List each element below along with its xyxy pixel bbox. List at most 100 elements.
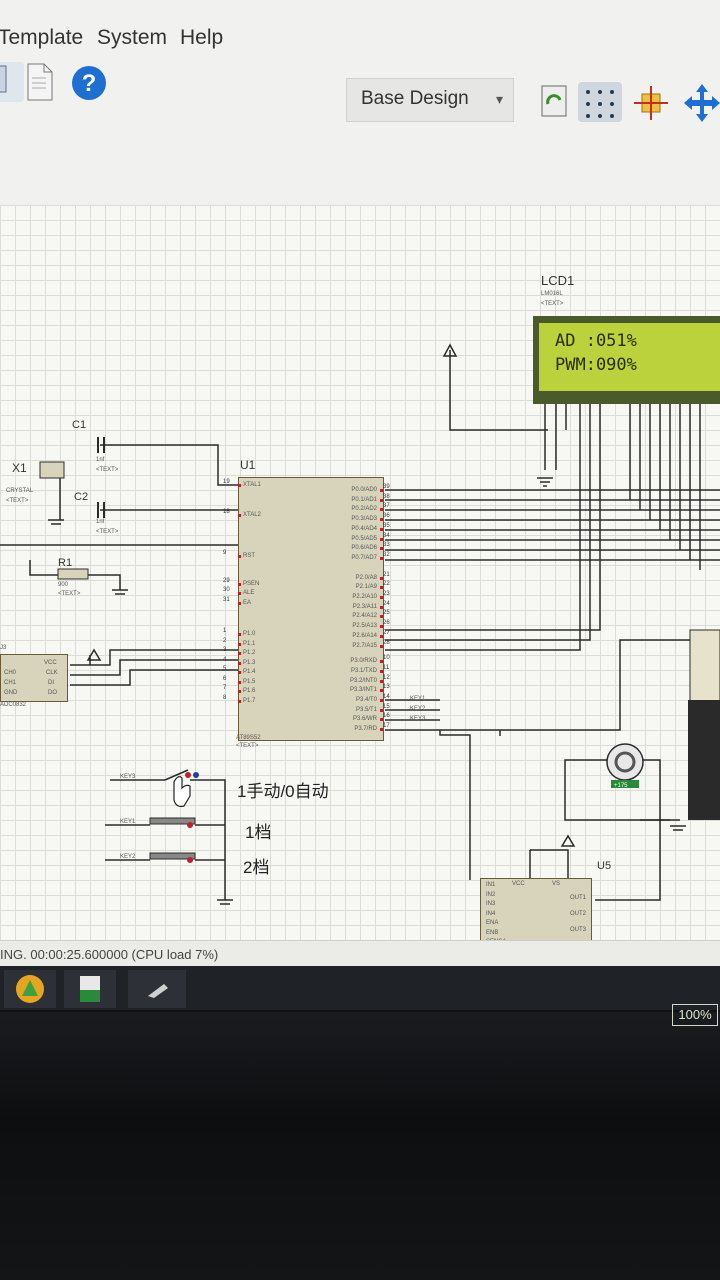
mcu-left-pin-number: 9	[223, 550, 227, 556]
mcu-left-pin-label: ALE	[243, 590, 255, 596]
u5-right-pin-label: OUT1	[569, 895, 586, 901]
adc-pin-vcc: VCC	[44, 660, 57, 666]
mcu-right-pin-number: 37	[383, 503, 390, 510]
battery-indicator: 100%	[672, 1004, 718, 1026]
mcu-left-pin-number: 30	[223, 587, 230, 593]
r1-text-tag: <TEXT>	[58, 591, 81, 597]
mcu-right-pin-label: P2.0/A8	[355, 574, 377, 581]
editor-app-icon[interactable]	[64, 970, 116, 1008]
taskbar	[0, 966, 720, 1010]
button-net-key1: KEY1	[120, 819, 136, 825]
mcu-right-pin-number: 36	[383, 513, 390, 520]
svg-text:?: ?	[82, 70, 97, 97]
u5-right-pin-label: OUT2	[569, 911, 586, 917]
mcu-right-pin-marker	[380, 615, 383, 619]
adc-pin-ch1: CH1	[4, 680, 17, 686]
tool-app-icon[interactable]	[128, 970, 186, 1008]
mcu-left-pin-label: P1.5	[243, 678, 256, 685]
key-net-1: KEY1	[410, 696, 426, 702]
mcu-right-pin-label: P3.6/WR	[352, 716, 377, 723]
x1-part: CRYSTAL	[6, 488, 34, 494]
lcd-ref: LCD1	[541, 273, 575, 288]
mcu-left-pin-number: 4	[223, 656, 227, 663]
switch-net-key3: KEY3	[120, 774, 136, 780]
mcu-left-pin-number: 31	[223, 596, 230, 603]
mcu-left-pin-marker	[238, 642, 241, 646]
origin-icon[interactable]	[632, 84, 670, 124]
mcu-left-pin-label: XTAL1	[243, 482, 261, 488]
mcu-right-pin-label: P2.5/A13	[352, 623, 377, 630]
mcu-right-pin-number: 24	[383, 600, 390, 607]
status-bar: ING. 00:00:25.600000 (CPU load 7%)	[0, 940, 720, 967]
document-icon[interactable]	[24, 62, 62, 102]
mcu-right-pin-marker	[380, 518, 383, 522]
mcu-left-pin-marker	[238, 661, 241, 665]
mcu-left-pin-marker	[238, 633, 241, 636]
mcu-right-pin-number: 10	[383, 655, 390, 662]
design-select[interactable]: Base Design ▾	[346, 78, 514, 122]
lcd-text-tag: <TEXT>	[541, 301, 564, 307]
c1-value: 1nf	[96, 457, 105, 463]
adc-chip[interactable]	[0, 654, 68, 702]
mcu-left-pin-number: 8	[223, 694, 227, 701]
r1-value: 900	[58, 582, 69, 588]
mcu-right-pin-marker	[380, 669, 383, 673]
pan-icon[interactable]	[682, 82, 720, 122]
mcu-left-pin-label: P1.2	[243, 650, 256, 656]
mcu-right-pin-marker	[380, 699, 383, 702]
gear2-button[interactable]	[150, 848, 196, 870]
mcu-right-pin-marker	[380, 586, 383, 590]
mcu-right-pin-number: 38	[383, 493, 390, 500]
mcu-u1[interactable]	[238, 477, 384, 741]
mcu-left-pin-label: P1.0	[243, 631, 256, 637]
mcu-right-pin-label: P3.2/INT0	[349, 677, 377, 684]
mcu-right-pin-number: 12	[383, 674, 390, 681]
u5-left-pin-label: ENB	[486, 929, 499, 936]
mcu-left-pin-marker	[238, 582, 241, 586]
u5-left-pin-label: ENA	[486, 920, 499, 926]
mcu-right-pin-number: 22	[383, 581, 390, 588]
mcu-right-pin-marker	[380, 489, 383, 492]
save-icon[interactable]	[0, 62, 24, 102]
mcu-left-pin-label: RST	[243, 553, 255, 559]
refresh-icon[interactable]	[536, 82, 574, 122]
u5-left-pin-label: IN3	[486, 901, 496, 907]
mcu-left-pin-marker	[238, 484, 241, 487]
menu-template[interactable]: Template	[0, 26, 84, 49]
adc-pin-ch0: CH0	[4, 670, 17, 676]
schematic-canvas[interactable]: AD :051% PWM:090% LCD1 LM016L <TEXT> U1 …	[0, 205, 720, 955]
gear1-button[interactable]	[150, 813, 196, 835]
mcu-left-pin-marker	[238, 652, 241, 655]
help-icon[interactable]: ?	[70, 64, 108, 104]
u5-left-pin-label: IN4	[486, 910, 496, 917]
grid-icon[interactable]	[578, 82, 622, 122]
adc-pin-clk: CLK	[46, 670, 58, 676]
mode-switch[interactable]	[160, 765, 200, 805]
chevron-down-icon: ▾	[495, 91, 503, 107]
mcu-left-pin-label: P1.7	[243, 697, 256, 704]
mcu-left-pin-number: 19	[223, 479, 230, 485]
mcu-right-pin-marker	[380, 576, 383, 580]
motor-label: +175	[614, 783, 628, 789]
mcu-right-pin-label: P0.3/AD3	[351, 516, 377, 523]
mcu-left-pin-label: EA	[243, 599, 252, 606]
mcu-text-tag: <TEXT>	[236, 743, 259, 749]
proteus-app-icon[interactable]	[4, 970, 56, 1008]
mcu-left-pin-label: PSEN	[243, 580, 260, 587]
mcu-right-pin-number: 27	[383, 629, 390, 636]
c1-text-tag: <TEXT>	[96, 467, 119, 473]
mcu-right-pin-label: P2.4/A12	[352, 613, 377, 620]
mcu-right-pin-number: 35	[383, 522, 390, 529]
u5-ref: U5	[597, 860, 612, 872]
mcu-right-pin-label: P2.7/A15	[352, 642, 377, 649]
mcu-right-pin-marker	[380, 708, 383, 712]
menu-system[interactable]: System	[97, 26, 168, 49]
mcu-left-pin-marker	[238, 513, 241, 517]
mcu-right-pin-label: P3.0/RXD	[350, 658, 377, 665]
mcu-right-pin-label: P0.5/AD5	[351, 535, 377, 542]
mcu-right-pin-label: P0.7/AD7	[351, 554, 377, 561]
mcu-right-pin-marker	[380, 537, 383, 541]
mcu-left-pin-number: 5	[223, 666, 227, 672]
menu-help[interactable]: Help	[180, 26, 224, 49]
mcu-left-pin-number: 2	[223, 637, 227, 644]
